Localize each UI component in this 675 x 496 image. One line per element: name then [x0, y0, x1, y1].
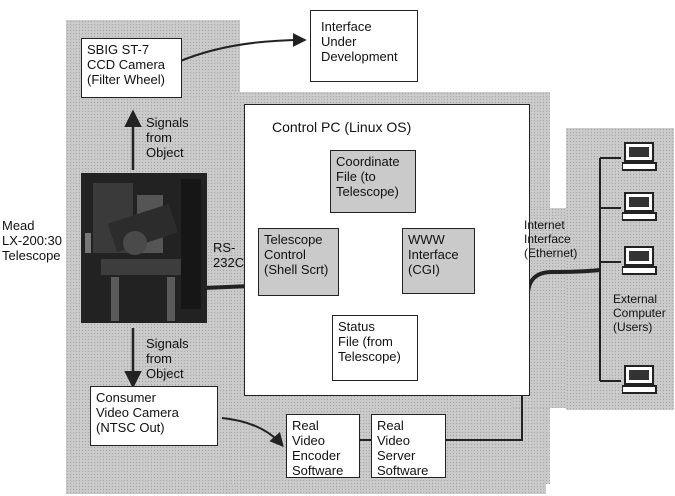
- arrow-ccd-to-interface: [177, 33, 307, 63]
- arrow-video-to-encoder: [221, 417, 284, 448]
- signals-from-object-top: Signals from Object: [146, 115, 189, 160]
- www-interface-box: WWW Interface (CGI): [402, 228, 475, 294]
- internet-interface-label: Internet Interface (Ethernet): [524, 218, 578, 260]
- interface-development-box: Interface Under Development: [310, 10, 418, 82]
- rs232-cable: [203, 284, 251, 290]
- telescope-control-box: Telescope Control (Shell Scrt): [258, 228, 339, 296]
- encoder-box: Real Video Encoder Software: [286, 414, 360, 478]
- video-camera-box: Consumer Video Camera (NTSC Out): [90, 386, 218, 446]
- control-pc-title: Control PC (Linux OS): [272, 119, 412, 135]
- ccd-camera-box: SBIG ST-7 CCD Camera (Filter Wheel): [81, 38, 182, 98]
- server-box: Real Video Server Software: [371, 414, 446, 478]
- signals-from-object-bottom: Signals from Object: [146, 336, 189, 381]
- ethernet-cable: [525, 268, 601, 301]
- telescope-photo: [81, 173, 207, 323]
- coordinate-file-box: Coordinate File (to Telescope): [330, 150, 416, 213]
- rs232c-label: RS- 232C: [213, 240, 245, 270]
- external-computer-label: External Computer (Users): [613, 292, 666, 334]
- telescope-label: Mead LX-200:30 Telescope: [2, 218, 62, 263]
- status-file-box: Status File (from Telescope): [332, 315, 418, 381]
